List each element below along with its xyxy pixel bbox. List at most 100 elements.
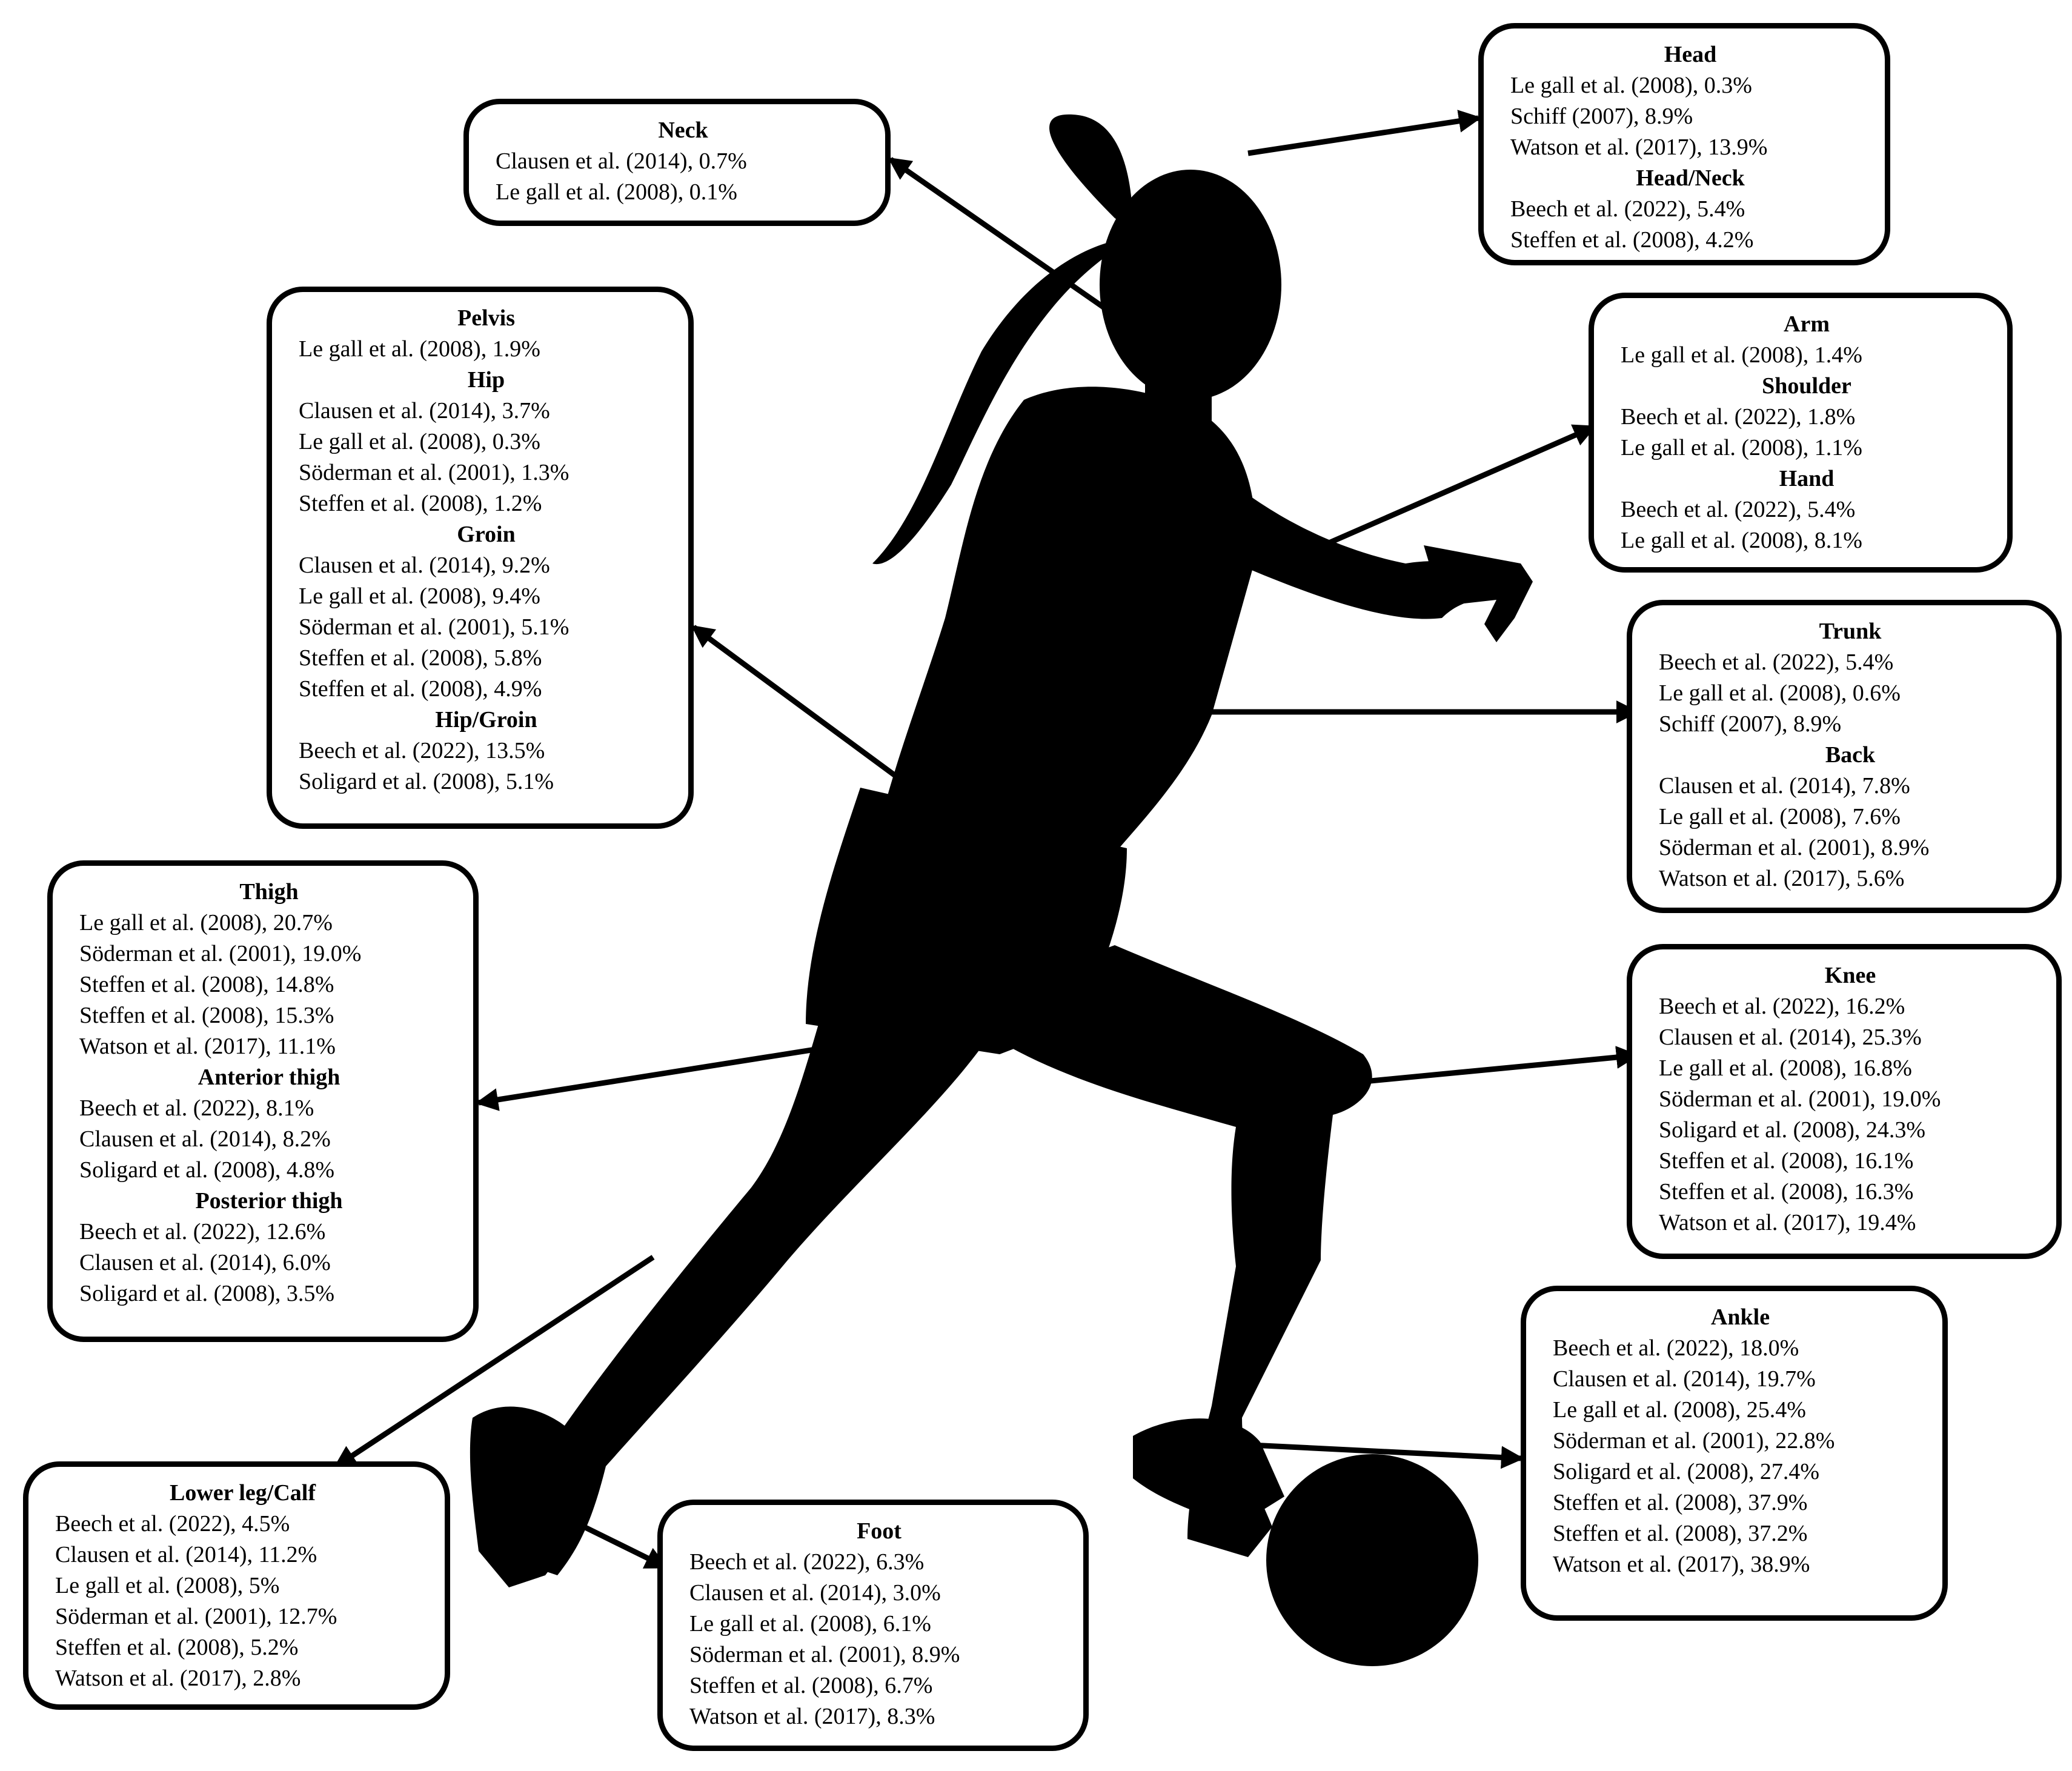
study-entry: Beech et al. (2022), 18.0% <box>1553 1335 1799 1361</box>
study-entry: Watson et al. (2017), 11.1% <box>79 1034 336 1059</box>
study-entry: Beech et al. (2022), 12.6% <box>79 1219 326 1244</box>
section-title: Hip <box>467 367 505 393</box>
study-entry: Steffen et al. (2008), 5.2% <box>55 1635 299 1660</box>
study-entry: Beech et al. (2022), 5.4% <box>1510 196 1745 222</box>
study-entry: Steffen et al. (2008), 16.1% <box>1659 1148 1914 1174</box>
study-entry: Söderman et al. (2001), 5.1% <box>299 614 569 640</box>
study-entry: Le gall et al. (2008), 16.8% <box>1659 1055 1912 1081</box>
thigh-box: Thigh Le gall et al. (2008), 20.7% Söderma… <box>47 860 479 1342</box>
study-entry: Beech et al. (2022), 8.1% <box>79 1095 314 1121</box>
study-entry: Le gall et al. (2008), 0.3% <box>1510 73 1752 98</box>
knee-arrow <box>1332 1046 1639 1088</box>
study-entry: Söderman et al. (2001), 8.9% <box>689 1642 960 1667</box>
study-entry: Steffen et al. (2008), 4.2% <box>1510 227 1754 253</box>
study-entry: Beech et al. (2022), 13.5% <box>299 738 545 763</box>
study-entry: Söderman et al. (2001), 12.7% <box>55 1604 337 1629</box>
study-entry: Söderman et al. (2001), 22.8% <box>1553 1428 1835 1454</box>
study-entry: Clausen et al. (2014), 19.7% <box>1553 1366 1816 1392</box>
study-entry: Clausen et al. (2014), 7.8% <box>1659 773 1910 799</box>
arm-shoulder-hand-arrow <box>1286 424 1597 564</box>
section-title: Trunk <box>1819 619 1882 644</box>
study-entry: Le gall et al. (2008), 25.4% <box>1553 1397 1806 1423</box>
study-entry: Watson et al. (2017), 38.9% <box>1553 1552 1810 1577</box>
study-entry: Le gall et al. (2008), 1.1% <box>1621 435 1862 460</box>
study-entry: Clausen et al. (2014), 3.0% <box>689 1580 941 1606</box>
study-entry: Söderman et al. (2001), 8.9% <box>1659 835 1930 860</box>
study-entry: Clausen et al. (2014), 8.2% <box>79 1126 331 1152</box>
study-entry: Soligard et al. (2008), 24.3% <box>1659 1117 1926 1143</box>
ankle-arrow <box>1214 1440 1524 1469</box>
study-entry: Clausen et al. (2014), 6.0% <box>79 1250 331 1275</box>
study-entry: Steffen et al. (2008), 6.7% <box>689 1673 933 1698</box>
study-entry: Clausen et al. (2014), 3.7% <box>299 398 550 424</box>
study-entry: Söderman et al. (2001), 1.3% <box>299 460 569 485</box>
hair-shape <box>872 242 1109 565</box>
section-title: Arm <box>1784 311 1830 337</box>
study-entry: Beech et al. (2022), 1.8% <box>1621 404 1856 430</box>
study-entry: Soligard et al. (2008), 3.5% <box>79 1281 335 1306</box>
head-shape <box>1100 170 1281 400</box>
ponytail-shape <box>1049 114 1133 230</box>
study-entry: Le gall et al. (2008), 8.1% <box>1621 528 1862 553</box>
study-entry: Beech et al. (2022), 5.4% <box>1659 650 1894 675</box>
head-arrow <box>1247 110 1482 156</box>
study-entry: Le gall et al. (2008), 7.6% <box>1659 804 1901 829</box>
study-entry: Le gall et al. (2008), 0.1% <box>496 179 737 205</box>
section-title: Posterior thigh <box>195 1188 343 1214</box>
study-entry: Soligard et al. (2008), 5.1% <box>299 769 554 794</box>
study-entry: Söderman et al. (2001), 19.0% <box>79 941 362 966</box>
study-entry: Watson et al. (2017), 19.4% <box>1659 1210 1916 1235</box>
study-entry: Steffen et al. (2008), 1.2% <box>299 491 542 516</box>
study-entry: Beech et al. (2022), 4.5% <box>55 1511 290 1537</box>
back-leg-shape <box>521 1006 994 1575</box>
section-title: Foot <box>857 1518 902 1544</box>
study-entry: Clausen et al. (2014), 0.7% <box>496 148 747 174</box>
arm-shape <box>1206 460 1503 619</box>
study-entry: Soligard et al. (2008), 4.8% <box>79 1157 335 1183</box>
study-entry: Watson et al. (2017), 13.9% <box>1510 135 1768 160</box>
section-title: Groin <box>457 522 516 547</box>
hand-shape <box>1424 545 1533 642</box>
thigh-arrow <box>475 1042 843 1111</box>
study-entry: Le gall et al. (2008), 1.4% <box>1621 342 1862 368</box>
study-entry: Le gall et al. (2008), 0.6% <box>1659 680 1901 706</box>
pelvis-hip-groin-arrow <box>691 625 940 809</box>
study-entry: Soligard et al. (2008), 27.4% <box>1553 1459 1820 1484</box>
section-title: Anterior thigh <box>198 1065 340 1090</box>
section-title: Lower leg/Calf <box>170 1480 316 1506</box>
study-entry: Clausen et al. (2014), 11.2% <box>55 1542 317 1567</box>
study-entry: Steffen et al. (2008), 16.3% <box>1659 1179 1914 1204</box>
study-entry: Schiff (2007), 8.9% <box>1659 711 1842 737</box>
study-entry: Clausen et al. (2014), 9.2% <box>299 553 550 578</box>
torso-shape <box>872 387 1256 860</box>
study-entry: Le gall et al. (2008), 6.1% <box>689 1611 931 1636</box>
neck-arrow <box>888 157 1117 317</box>
study-entry: Watson et al. (2017), 8.3% <box>689 1704 935 1729</box>
section-title: Knee <box>1824 963 1876 988</box>
section-title: Hand <box>1779 466 1835 491</box>
study-entry: Steffen et al. (2008), 37.2% <box>1553 1521 1808 1546</box>
section-title: Thigh <box>239 879 299 905</box>
study-entry: Watson et al. (2017), 2.8% <box>55 1666 301 1691</box>
study-entry: Beech et al. (2022), 16.2% <box>1659 994 1905 1019</box>
section-title: Head <box>1664 42 1717 67</box>
study-entry: Le gall et al. (2008), 20.7% <box>79 910 333 935</box>
study-entry: Le gall et al. (2008), 5% <box>55 1573 280 1598</box>
section-title: Neck <box>658 118 708 143</box>
study-entry: Clausen et al. (2014), 25.3% <box>1659 1025 1922 1050</box>
study-entry: Steffen et al. (2008), 5.8% <box>299 645 542 671</box>
soccer-ball-icon <box>1266 1454 1478 1666</box>
foot-arrow <box>534 1500 669 1570</box>
study-entry: Beech et al. (2022), 6.3% <box>689 1549 925 1575</box>
